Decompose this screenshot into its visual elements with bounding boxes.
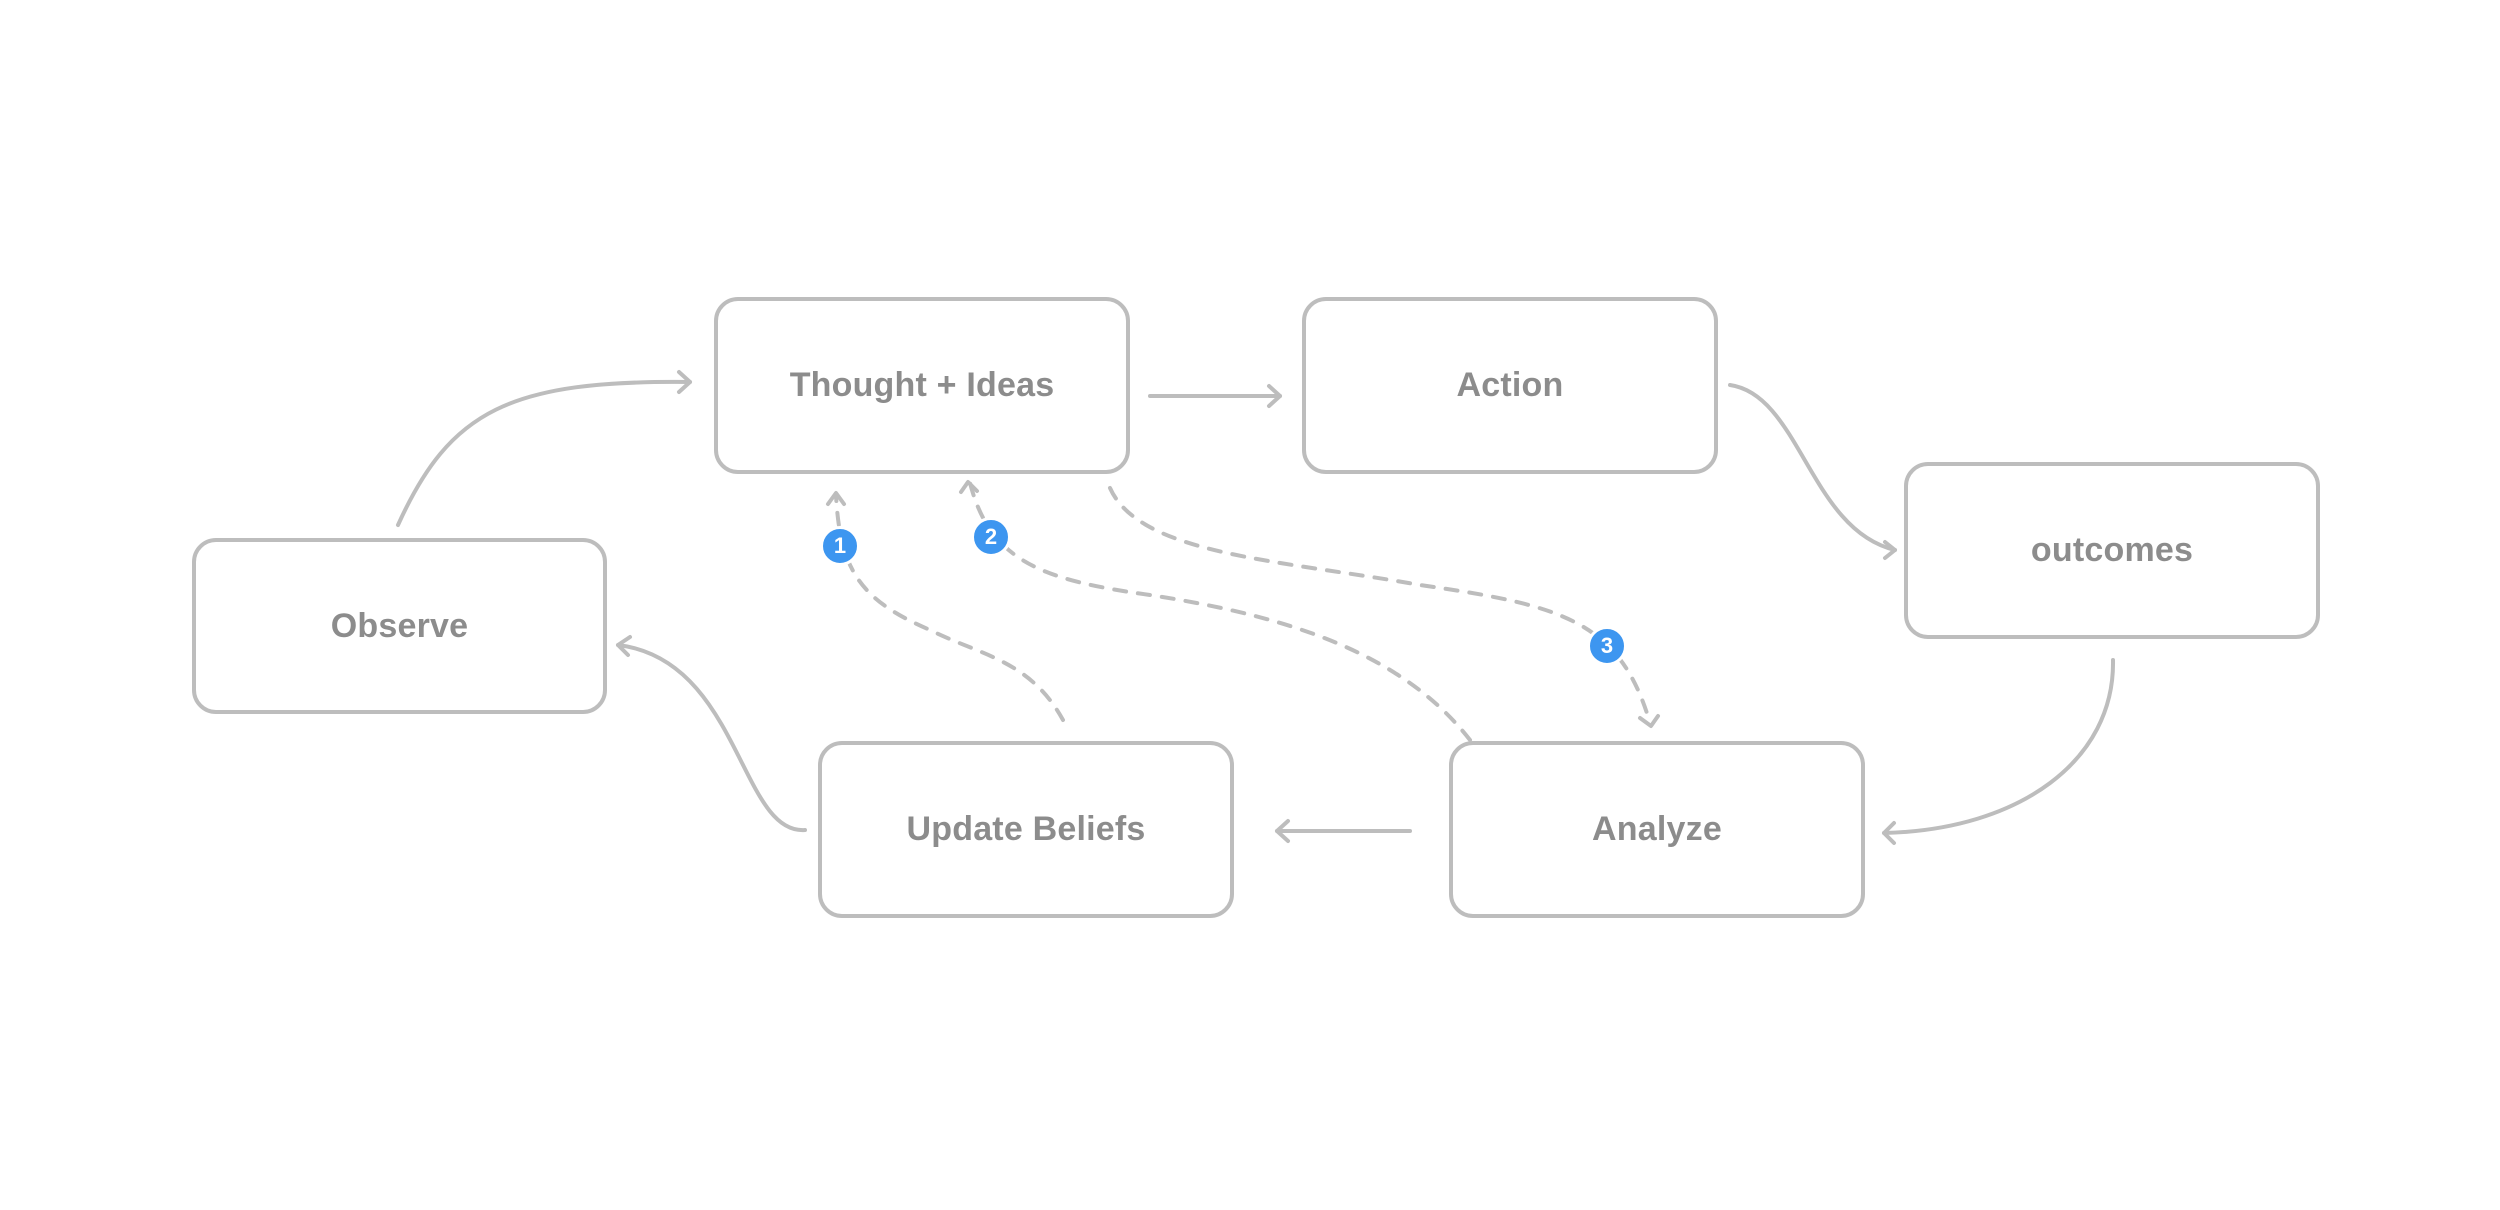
node-label: Action (1456, 366, 1564, 404)
step-badge-1[interactable]: 1 (820, 526, 860, 566)
step-badge-3[interactable]: 3 (1587, 626, 1627, 666)
node-action[interactable]: Action (1302, 297, 1718, 474)
edge-observe-to-thought[interactable] (396, 370, 692, 527)
dashed-edge-thought-to-analyze[interactable] (1108, 486, 1660, 728)
dashed-edge-analyze-to-thought[interactable] (959, 480, 1472, 742)
node-thought-ideas[interactable]: Thought + Ideas (714, 297, 1130, 474)
node-analyze[interactable]: Analyze (1449, 741, 1865, 918)
node-label: Thought + Ideas (789, 366, 1055, 404)
node-update-beliefs[interactable]: Update Beliefs (818, 741, 1234, 918)
node-label: Analyze (1592, 810, 1722, 848)
dashed-edge-update-to-thought[interactable] (826, 491, 1065, 722)
node-label: Observe (330, 606, 469, 645)
node-label: Update Beliefs (906, 810, 1146, 848)
edge-thought-to-action[interactable] (1148, 384, 1282, 408)
node-outcomes[interactable]: outcomes (1904, 462, 2320, 639)
node-observe[interactable]: Observe (192, 538, 607, 714)
edge-analyze-to-update[interactable] (1275, 819, 1412, 843)
edge-action-to-outcomes[interactable] (1728, 383, 1897, 560)
edge-update-to-observe[interactable] (616, 635, 807, 833)
edge-outcomes-to-analyze[interactable] (1882, 658, 2116, 845)
step-badge-2[interactable]: 2 (971, 517, 1011, 557)
node-label: outcomes (2030, 531, 2194, 569)
